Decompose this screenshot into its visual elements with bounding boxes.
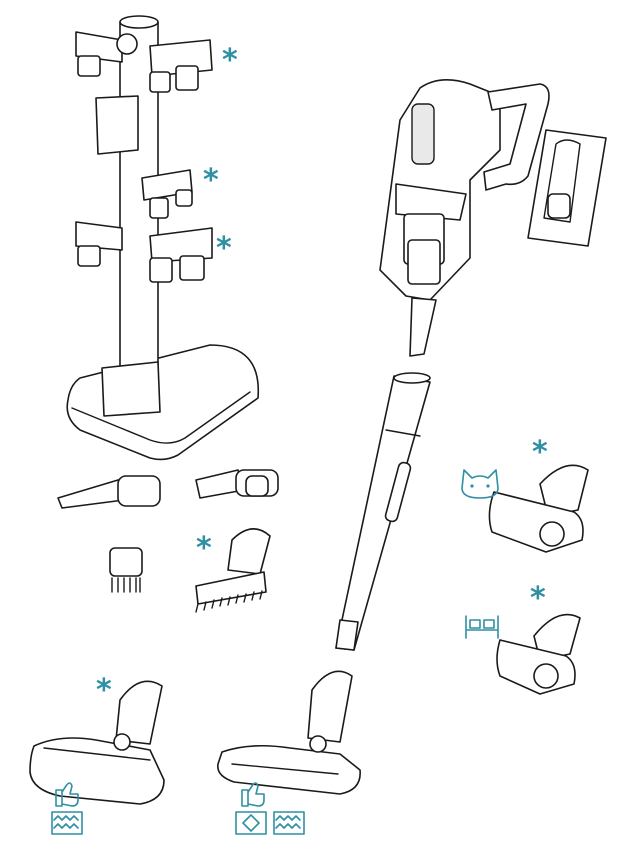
- mini-brush: [109, 547, 143, 593]
- bed-icon: [465, 615, 499, 639]
- soft-roller-floor-head: [29, 680, 165, 805]
- mattress-brush: [496, 613, 581, 695]
- carpet-floor-head: [217, 670, 361, 795]
- marker-soft-roller: *: [96, 673, 112, 708]
- carpet-icon: [51, 811, 83, 835]
- rug-icon: [273, 811, 305, 835]
- marker-stand-lower: *: [216, 231, 232, 266]
- extension-tube: [335, 372, 431, 651]
- pet-turbo-brush: [488, 464, 589, 553]
- storage-stand: [66, 15, 260, 461]
- dusting-brush: [195, 528, 271, 613]
- marker-stand-top: *: [222, 43, 238, 78]
- battery-pack: [527, 129, 607, 247]
- thumbs-up-icon: [55, 782, 79, 807]
- vacuum-main-unit: [379, 79, 550, 357]
- marker-dusting-brush: *: [196, 531, 212, 566]
- thumbs-up-icon: [241, 782, 265, 807]
- cat-icon: [461, 469, 499, 499]
- marker-mattress-brush: *: [530, 581, 546, 616]
- stand-top-arm: [75, 31, 123, 63]
- marker-pet-brush: *: [532, 435, 548, 470]
- hard-floor-icon: [235, 811, 267, 835]
- crevice-tool: [57, 475, 161, 509]
- vacuum-handle: [483, 83, 550, 191]
- combination-tool: [195, 469, 279, 499]
- marker-stand-middle: *: [203, 163, 219, 198]
